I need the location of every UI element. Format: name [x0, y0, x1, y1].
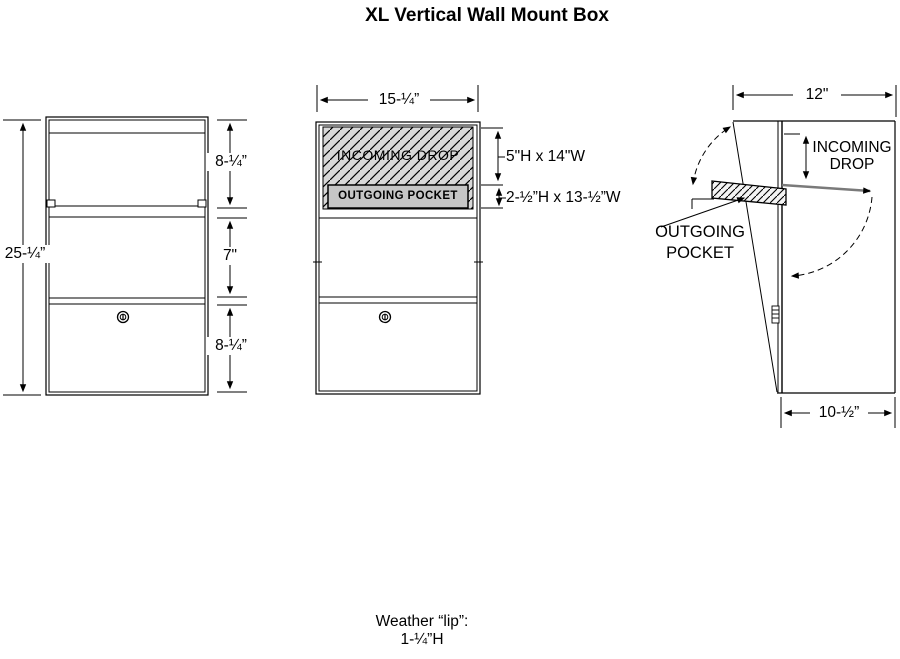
weather-lip-note-line1: Weather “lip”:: [375, 613, 469, 630]
top-section-dimension-label: 8-¼”: [206, 153, 256, 171]
overall-height-dimension-label: 25-¼”: [0, 245, 50, 263]
latch-detail: [771, 305, 780, 324]
incoming-drop-label: INCOMING DROP: [336, 147, 460, 163]
incoming-drop-side-label: INCOMING DROP: [806, 139, 898, 173]
outgoing-pocket-label: OUTGOING POCKET: [338, 190, 458, 202]
hinge-tab-left: [46, 199, 56, 208]
lock-icon: [116, 310, 130, 324]
weather-lip-note: Weather “lip”: 1-¼”H: [322, 613, 522, 649]
outgoing-pocket-leader-arrow: [660, 197, 746, 228]
incoming-door-swing-arc: [790, 196, 873, 279]
depth-dimension-label: 12": [793, 86, 841, 104]
hinge-tab-right: [197, 199, 207, 208]
door-open-position-line: [732, 121, 778, 393]
page-title: XL Vertical Wall Mount Box: [365, 5, 609, 26]
outgoing-slot-size-label: 2-½”H x 13-½”W: [506, 189, 621, 206]
face-view-outline: [313, 121, 483, 395]
incoming-drop-side-label-line1: INCOMING: [812, 139, 892, 156]
lock-icon: [378, 310, 392, 324]
bottom-depth-dimension-label: 10-½”: [810, 404, 868, 422]
outgoing-pocket-side-label-line1: OUTGOING: [655, 223, 745, 241]
incoming-drop-side-label-line2: DROP: [829, 156, 875, 173]
width-dimension-label: 15-¼”: [368, 91, 430, 109]
middle-section-dimension-label: 7": [212, 247, 248, 265]
outgoing-pocket-open-door: [711, 180, 787, 206]
swing-end-bracket: [691, 198, 714, 209]
outgoing-pocket-side-label-line2: POCKET: [666, 244, 734, 262]
outgoing-door-swing-arc: [690, 126, 732, 186]
front-view-outline: [45, 116, 209, 396]
face-view-slot-dimensions: [481, 127, 506, 209]
incoming-door-open-line: [781, 183, 872, 194]
side-view-outline: [733, 120, 896, 394]
weather-lip-note-line2: 1-¼”H: [400, 631, 444, 648]
side-view-incoming-dimension: [784, 133, 810, 180]
incoming-slot-size-label: 5"H x 14"W: [506, 148, 586, 165]
bottom-section-dimension-label: 8-¼”: [206, 337, 256, 355]
outgoing-pocket-bar: [327, 184, 469, 209]
outgoing-pocket-side-label: OUTGOING POCKET: [648, 222, 752, 264]
